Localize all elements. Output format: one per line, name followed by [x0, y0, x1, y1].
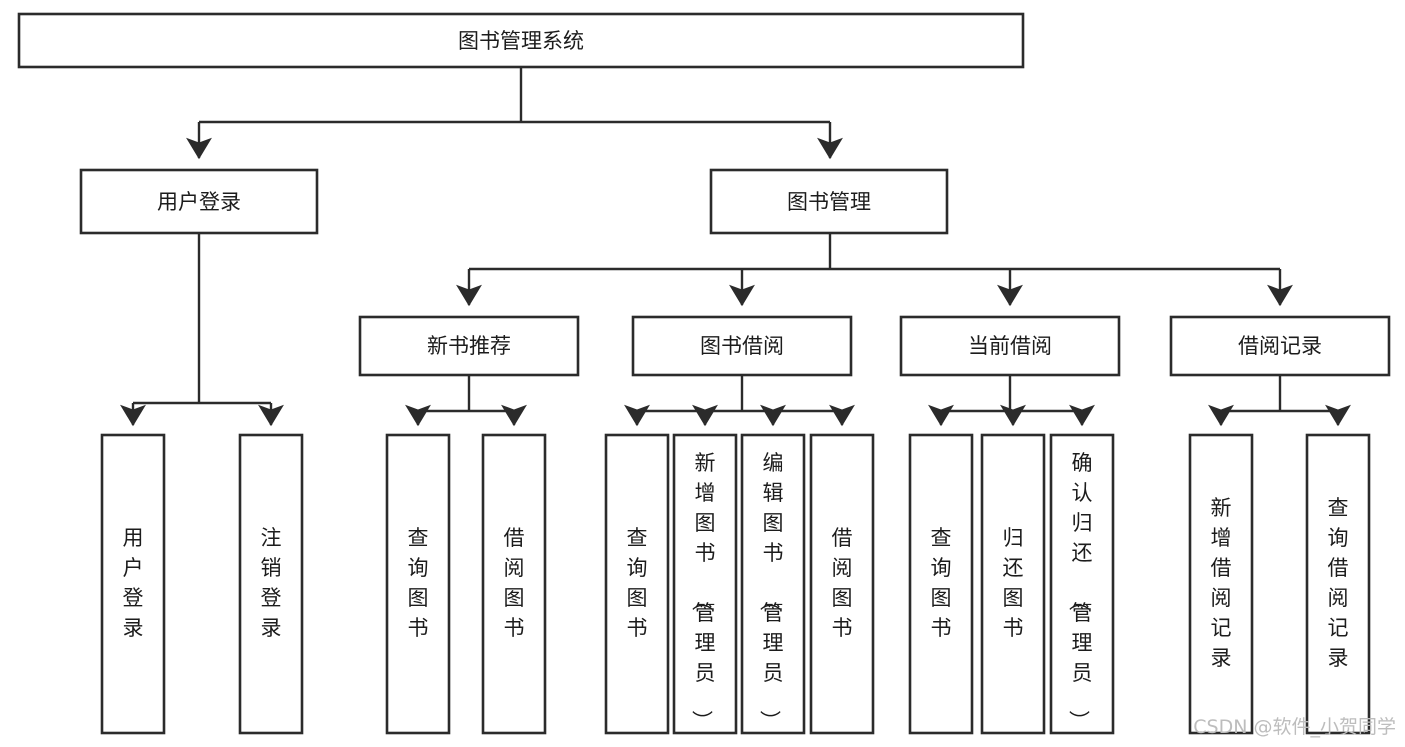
user-login-box[interactable] — [79, 168, 319, 235]
leaf-label: 借阅图书 — [504, 526, 525, 640]
current-borrow-box[interactable] — [899, 315, 1121, 377]
node-user-login[interactable]: 用户登录 — [79, 168, 319, 235]
leaf-label: 借阅图书 — [832, 526, 853, 640]
leaf-box[interactable] — [809, 433, 875, 735]
node-current-borrow[interactable]: 当前借阅 — [899, 315, 1121, 377]
leaf-node[interactable]: 新增借阅记录 — [1188, 433, 1254, 735]
borrow-records-label: 借阅记录 — [1238, 334, 1322, 358]
edge-group-user-login-to-leaves — [120, 233, 284, 427]
leaf-node[interactable]: 新增图书（管理员） — [672, 433, 738, 735]
leaf-box[interactable] — [385, 433, 451, 735]
leaf-label: 注销登录 — [261, 526, 282, 640]
leaf-label: 新增图书（管理员） — [690, 451, 716, 731]
leaf-node-layer: 用户登录 注销登录 查询图书 借阅图书 查询图书 新增图书（管理员） 编辑图书（管理员） 借阅… — [100, 433, 1371, 735]
borrow-records-box[interactable] — [1169, 315, 1391, 377]
leaf-box[interactable] — [672, 433, 738, 735]
leaf-node[interactable]: 查询图书 — [604, 433, 670, 735]
leaf-box[interactable] — [100, 433, 166, 735]
leaf-box[interactable] — [740, 433, 806, 735]
edge-group-book-management-to-level2 — [456, 233, 1293, 307]
current-borrow-label: 当前借阅 — [968, 334, 1052, 358]
edge-group-new-book-recommend-to-leaves — [405, 375, 527, 427]
edge-group-book-borrow-to-leaves — [624, 375, 855, 427]
root-label: 图书管理系统 — [458, 29, 584, 53]
book-borrow-box[interactable] — [631, 315, 853, 377]
leaf-label: 查询图书 — [627, 526, 648, 640]
leaf-box[interactable] — [238, 433, 304, 735]
leaf-node[interactable]: 借阅图书 — [809, 433, 875, 735]
book-management-label: 图书管理 — [787, 190, 871, 214]
leaf-label: 编辑图书（管理员） — [758, 451, 784, 731]
leaf-box[interactable] — [604, 433, 670, 735]
leaf-node[interactable]: 查询图书 — [385, 433, 451, 735]
leaf-node[interactable]: 查询图书 — [908, 433, 974, 735]
user-login-label: 用户登录 — [157, 190, 241, 214]
leaf-box[interactable] — [1049, 433, 1115, 735]
edge-group-current-borrow-to-leaves — [928, 375, 1095, 427]
node-book-borrow[interactable]: 图书借阅 — [631, 315, 853, 377]
leaf-label: 查询图书 — [408, 526, 429, 640]
leaf-label: 用户登录 — [123, 526, 144, 640]
leaf-box[interactable] — [481, 433, 547, 735]
leaf-box[interactable] — [1188, 433, 1254, 735]
new-book-recommend-label: 新书推荐 — [427, 334, 511, 358]
leaf-node[interactable]: 确认归还（管理员） — [1049, 433, 1115, 735]
leaf-box[interactable] — [980, 433, 1046, 735]
leaf-label: 新增借阅记录 — [1211, 496, 1232, 670]
leaf-box[interactable] — [908, 433, 974, 735]
leaf-node[interactable]: 查询借阅记录 — [1305, 433, 1371, 735]
root-box[interactable] — [17, 12, 1025, 69]
book-borrow-label: 图书借阅 — [700, 334, 784, 358]
node-root[interactable]: 图书管理系统 — [17, 12, 1025, 69]
leaf-label: 查询图书 — [931, 526, 952, 640]
leaf-label: 确认归还（管理员） — [1067, 451, 1093, 731]
node-book-management[interactable]: 图书管理 — [709, 168, 949, 235]
leaf-label: 查询借阅记录 — [1328, 496, 1349, 670]
edge-group-borrow-records-to-leaves — [1208, 375, 1351, 427]
leaf-node[interactable]: 借阅图书 — [481, 433, 547, 735]
leaf-node[interactable]: 注销登录 — [238, 433, 304, 735]
leaf-node[interactable]: 编辑图书（管理员） — [740, 433, 806, 735]
node-borrow-records[interactable]: 借阅记录 — [1169, 315, 1391, 377]
leaf-node[interactable]: 归还图书 — [980, 433, 1046, 735]
node-new-book-recommend[interactable]: 新书推荐 — [358, 315, 580, 377]
new-book-recommend-box[interactable] — [358, 315, 580, 377]
watermark: CSDN @软件_小贺同学 — [1193, 716, 1396, 738]
leaf-box[interactable] — [1305, 433, 1371, 735]
edge-group-root-to-level1 — [186, 67, 843, 160]
book-management-box[interactable] — [709, 168, 949, 235]
leaf-label: 归还图书 — [1003, 526, 1024, 640]
leaf-node[interactable]: 用户登录 — [100, 433, 166, 735]
